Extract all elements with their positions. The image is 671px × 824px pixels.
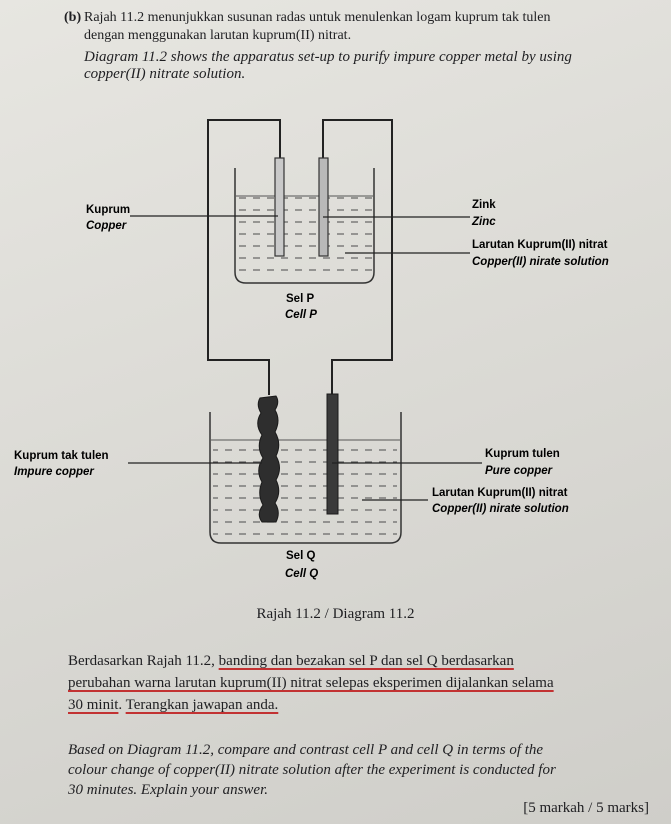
diagram-caption: Rajah 11.2 / Diagram 11.2	[256, 606, 415, 622]
label-impure-copper-en: Impure copper	[14, 466, 94, 478]
question-english-line-3: 30 minutes. Explain your answer.	[68, 782, 268, 798]
label-pure-copper-ms: Kuprum tulen	[485, 448, 560, 460]
intro-english-line-1: Diagram 11.2 shows the apparatus set-up …	[84, 49, 572, 65]
intro-english-line-2: copper(II) nitrate solution.	[84, 66, 246, 82]
question-malay-line-2: perubahan warna larutan kuprum(II) nitra…	[68, 675, 554, 691]
label-copper-en: Copper	[86, 220, 127, 232]
cell-p-zinc-electrode	[318, 157, 329, 257]
label-cell-p-ms: Sel P	[286, 293, 314, 305]
question-malay-line-3-instruction: Terangkan jawapan anda.	[125, 697, 279, 713]
label-solution-q-en: Copper(II) nirate solution	[432, 503, 569, 515]
label-solution-p-ms: Larutan Kuprum(II) nitrat	[472, 239, 608, 251]
question-malay-line-1-underlined: banding dan bezakan sel P dan sel Q berd…	[218, 653, 514, 669]
label-cell-p-en: Cell P	[285, 309, 317, 321]
cell-q-solution	[213, 440, 397, 536]
label-solution-q-ms: Larutan Kuprum(II) nitrat	[432, 487, 568, 499]
label-cell-q-en: Cell Q	[285, 568, 318, 580]
marks-allocation: [5 markah / 5 marks]	[523, 800, 649, 816]
connecting-wire	[207, 119, 393, 395]
question-english-line-1: Based on Diagram 11.2, compare and contr…	[68, 742, 544, 758]
label-impure-copper-ms: Kuprum tak tulen	[14, 450, 109, 462]
cell-p-copper-electrode	[274, 157, 285, 257]
intro-malay-line-1: Rajah 11.2 menunjukkan susunan radas unt…	[84, 10, 551, 25]
pure-copper-cathode	[326, 393, 339, 515]
label-pure-copper-en: Pure copper	[485, 465, 553, 477]
label-zinc-en: Zinc	[471, 216, 496, 228]
question-label: (b)	[64, 10, 82, 25]
question-english: Based on Diagram 11.2, compare and contr…	[68, 740, 638, 800]
cell-p-solution	[238, 196, 372, 278]
label-zinc-ms: Zink	[472, 199, 496, 211]
question-malay-line-3-sep: .	[118, 697, 126, 713]
question-malay-line-1-plain: Berdasarkan Rajah 11.2,	[68, 653, 219, 669]
label-solution-p-en: Copper(II) nirate solution	[472, 256, 609, 268]
question-malay-line-3: 30 minit. Terangkan jawapan anda.	[68, 694, 638, 716]
label-cell-q-ms: Sel Q	[286, 550, 315, 562]
cell-p-beaker	[234, 168, 375, 284]
question-malay-line-1: Berdasarkan Rajah 11.2, banding dan beza…	[68, 650, 638, 672]
impure-copper-anode	[257, 395, 280, 523]
question-malay-line-3-duration: 30 minit	[68, 697, 119, 713]
intro-malay-line-2: dengan menggunakan larutan kuprum(II) ni…	[84, 28, 352, 43]
label-copper-ms: Kuprum	[86, 204, 130, 216]
question-malay: Berdasarkan Rajah 11.2, banding dan beza…	[68, 650, 638, 716]
cell-q-beaker	[209, 412, 402, 544]
question-english-line-2: colour change of copper(II) nitrate solu…	[68, 762, 556, 778]
